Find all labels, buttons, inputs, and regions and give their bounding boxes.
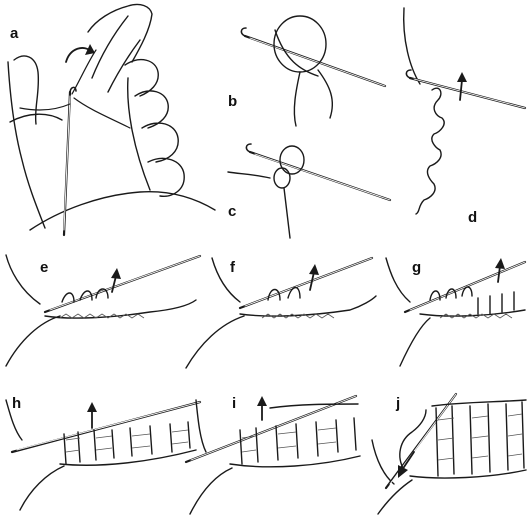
stitch-row-g xyxy=(400,310,525,366)
index-finger xyxy=(92,16,140,92)
stitch-posts-i xyxy=(240,418,356,464)
arrow-icon xyxy=(460,80,462,100)
panel-c: c xyxy=(228,144,390,238)
panel-e: e xyxy=(6,255,200,366)
slip-knot-loop xyxy=(274,16,326,72)
arrow-head-icon xyxy=(457,72,467,82)
panel-a: a xyxy=(8,4,215,235)
panel-label-h: h xyxy=(12,395,21,412)
panel-i: i xyxy=(186,395,360,514)
panel-f: f xyxy=(186,258,376,368)
panel-label-b: b xyxy=(228,93,237,110)
stitch-row-e xyxy=(6,300,196,366)
panel-label-c: c xyxy=(228,203,236,220)
stitch-row-h xyxy=(20,450,196,510)
knot-c xyxy=(280,146,304,174)
panel-j: j xyxy=(372,394,526,514)
panel-label-d: d xyxy=(468,209,477,226)
panel-b: b xyxy=(228,16,385,126)
stitch-row-f xyxy=(186,296,376,368)
wrist xyxy=(30,192,215,230)
thumb xyxy=(10,56,62,124)
panel-label-f: f xyxy=(230,259,236,276)
arrow-icon xyxy=(402,452,414,470)
panel-g: g xyxy=(386,258,525,366)
panel-label-g: g xyxy=(412,259,421,276)
stitch-row-i xyxy=(190,456,360,514)
panel-d: d xyxy=(404,8,525,226)
panel-label-e: e xyxy=(40,259,48,276)
chain-stitches xyxy=(416,88,444,214)
hand-outline xyxy=(8,4,152,228)
panel-label-i: i xyxy=(232,395,236,412)
curled-fingers xyxy=(125,60,184,197)
stitch-posts-h xyxy=(64,422,190,464)
panel-label-j: j xyxy=(395,395,400,412)
panel-h: h xyxy=(6,395,200,510)
yarn-a xyxy=(20,50,130,128)
panel-label-a: a xyxy=(10,25,19,42)
